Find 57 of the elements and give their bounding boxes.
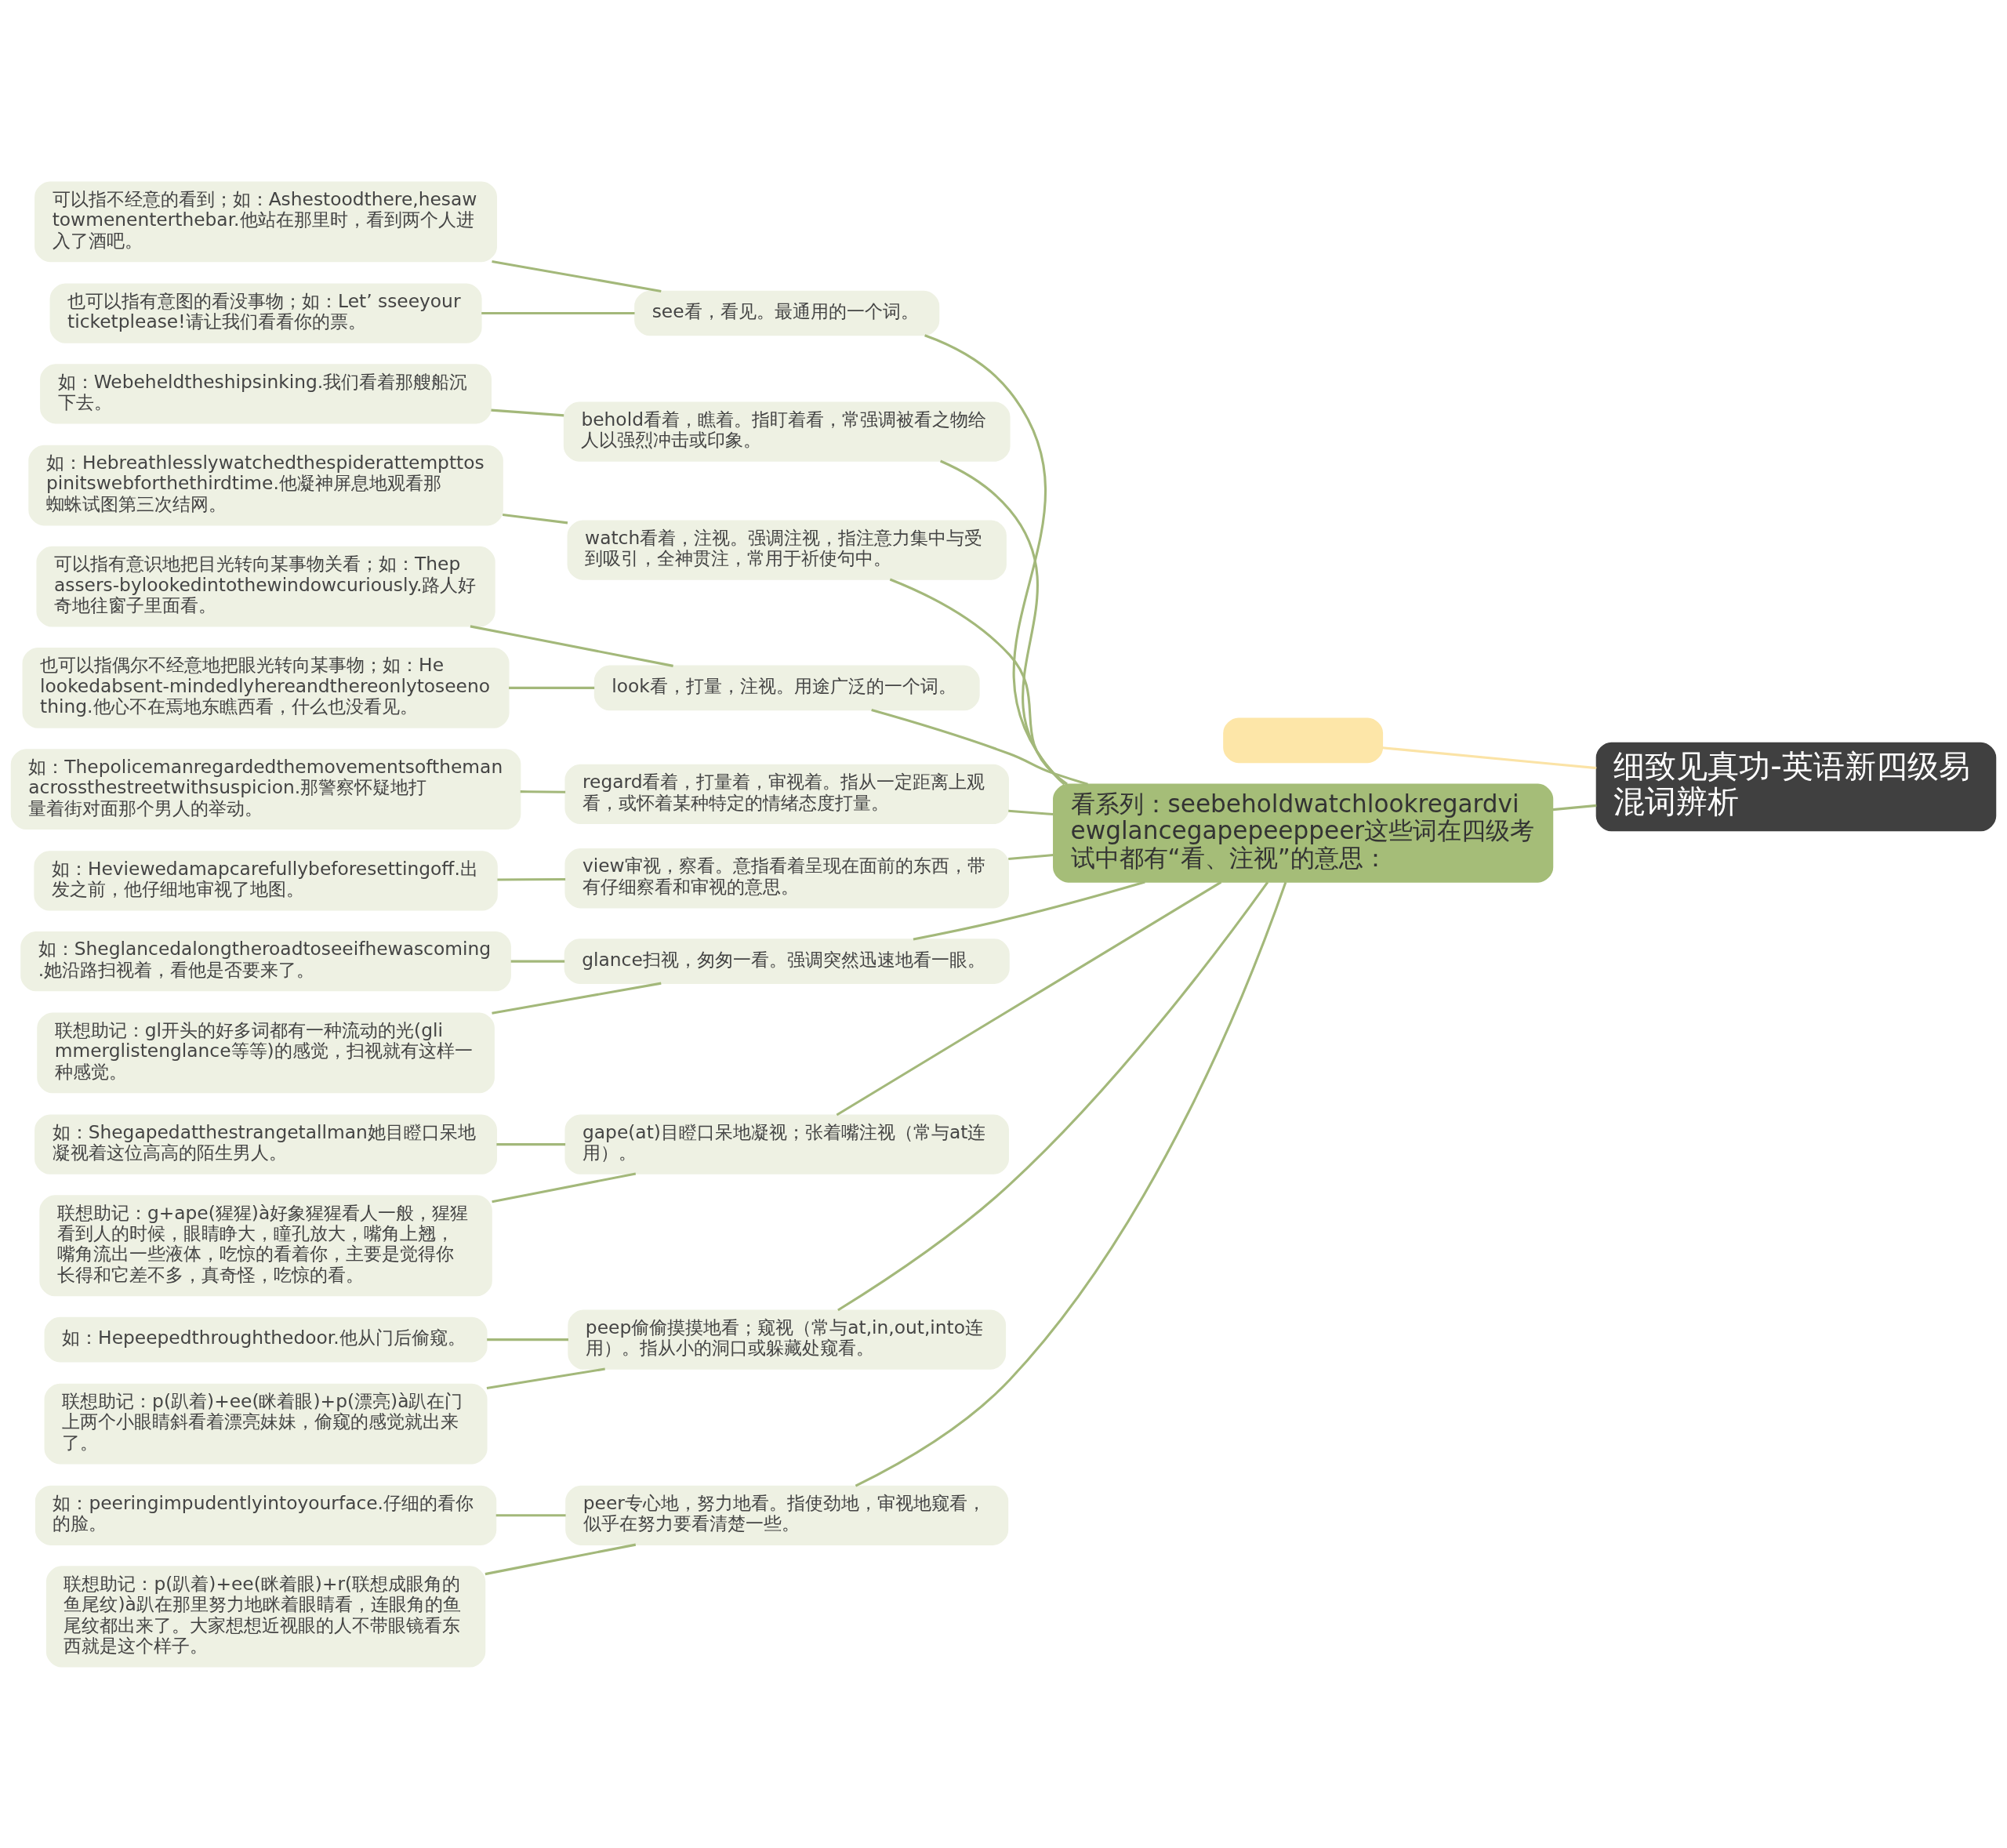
node-box: 也可以指有意图的看没事物；如：Let’ sseeyourticketplease!请让我们看看你的票。: [49, 282, 482, 343]
node-box: 联想助记：p(趴着)+ee(眯着眼)+p(漂亮)à趴在门上两个小眼睛斜看着漂亮妹妹，偷窥的感觉就出来了。: [44, 1383, 488, 1464]
connector: [855, 881, 1287, 1487]
node-box: 看系列：seebeholdwatchlookregardviewglancegapepeeppeer这些词在四级考试中都有“看、注视”的意思：: [1053, 783, 1554, 883]
connector: [496, 1142, 566, 1145]
node-box: 如：Heviewedamapcarefullybeforesettingoff.出发之前，他仔细地审视了地图。: [34, 850, 498, 910]
connector: [487, 1338, 568, 1341]
connector: [1552, 804, 1597, 811]
node-box: 联想助记：gl开头的好多词都有一种流动的光(glimmerglistenglance等等)的感觉，扫视就有这样一种感觉。: [37, 1011, 495, 1093]
connector: [497, 877, 566, 881]
connector: [495, 1513, 566, 1516]
node-box: regard看着，打量着，审视着。指从一定距离上观看，或怀着某种特定的情绪态度打量。: [564, 764, 1009, 824]
node-box: behold看着，瞧着。指盯着看，常强调被看之物给人以强烈冲击或印象。: [563, 401, 1011, 462]
node-box: 如：Hebreathlesslywatchedthespiderattempttospinitswebforthethirdtime.他凝神屏息地观看那蜘蛛试图第三次结网。: [28, 445, 503, 525]
connector: [913, 880, 1145, 941]
node-box: [1223, 717, 1384, 763]
connector: [492, 982, 662, 1015]
node-box: look看，打量，注视。用途广泛的一个词。: [593, 665, 980, 710]
connector: [871, 708, 1088, 786]
node-box: peer专心地，努力地看。指使劲地，审视地窥看，似乎在努力要看清楚一些。: [565, 1485, 1009, 1545]
connector: [486, 1367, 605, 1389]
node-box: 如：Thepolicemanregardedthemovementsofthemanacrossthestreetwithsuspicion.那警察怀疑地打量着街对面那个男人的举动。: [10, 748, 521, 830]
node-box: 联想助记：p(趴着)+ee(眯着眼)+r(联想成眼角的鱼尾纹)à趴在那里努力地眯着眼睛看，连眼角的鱼尾纹都出来了。大家想想近视眼的人不带眼镜看东西就是这个样子。: [45, 1565, 486, 1668]
node-box: watch看着，注视。强调注视，指注意力集中与受到吸引，全神贯注，常用于祈使句中。: [567, 519, 1007, 580]
connector: [1008, 809, 1054, 815]
node-box: gape(at)目瞪口呆地凝视；张着嘴注视（常与at连用）。: [564, 1113, 1009, 1175]
connector: [1008, 853, 1054, 860]
connector: [481, 311, 635, 314]
node-box: 可以指不经意的看到；如：Ashestoodthere,hesawtowmenenterthebar.他站在那里时，看到两个人进入了酒吧。: [34, 180, 498, 262]
node-box: 可以指有意识地把目光转向某事物关看；如：Thepassers-bylookedintothewindowcuriously.路人好奇地往窗子里面看。: [36, 546, 495, 627]
connector: [520, 790, 566, 793]
connector: [889, 578, 1068, 785]
node-box: see看，看见。最通用的一个词。: [634, 290, 940, 336]
node-box: 如：peeringimpudentlyintoyourface.仔细的看你的脸。: [34, 1485, 497, 1545]
connector: [485, 1543, 637, 1575]
node-box: 如：Webeheldtheshipsinking.我们看着那艘船沉下去。: [40, 363, 492, 423]
connector: [1382, 746, 1597, 769]
connector: [509, 686, 595, 689]
node-box: 如：Sheglancedalongtheroadtoseeifhewascoming.她沿路扫视着，看他是否要来了。: [20, 931, 511, 991]
connector: [837, 880, 1269, 1311]
node-box: 也可以指偶尔不经意地把眼光转向某事物；如：Helookedabsent-mindedlyhereandthereonlytoseenothing.他心不在焉地东瞧西看，什么也没看见。: [22, 647, 510, 728]
node-box: 细致见真功-英语新四级易混词辨析: [1595, 742, 1997, 831]
node-box: view审视，察看。意指看着呈现在面前的东西，带有仔细察看和审视的意思。: [564, 848, 1009, 908]
node-box: 如：Shegapedatthestrangetallman她目瞪口呆地凝视着这位高高的陌生男人。: [34, 1113, 498, 1175]
connector: [924, 333, 1065, 785]
connector: [491, 408, 564, 416]
connector: [510, 960, 565, 963]
node-box: 如：Hepeepedthroughthedoor.他从门后偷窥。: [44, 1316, 488, 1362]
connector: [502, 513, 568, 524]
node-box: peep偷偷摸摸地看；窥视（常与at,in,out,into连用）。指从小的洞口或躲藏处窥看。: [568, 1309, 1007, 1370]
connector: [492, 260, 662, 292]
connector: [470, 624, 673, 667]
connector: [836, 880, 1222, 1116]
node-box: 联想助记：g+ape(猩猩)à好象猩猩看人一般，猩猩看到人的时候，眼睛睁大，瞳孔放大，嘴角上翘，嘴角流出一些液体，吃惊的看着你，主要是觉得你长得和它差不多，真奇怪，吃惊的看。: [39, 1194, 492, 1296]
connector: [940, 459, 1065, 785]
node-box: glance扫视，匆匆一看。强调突然迅速地看一眼。: [564, 938, 1010, 984]
connector: [492, 1171, 637, 1203]
